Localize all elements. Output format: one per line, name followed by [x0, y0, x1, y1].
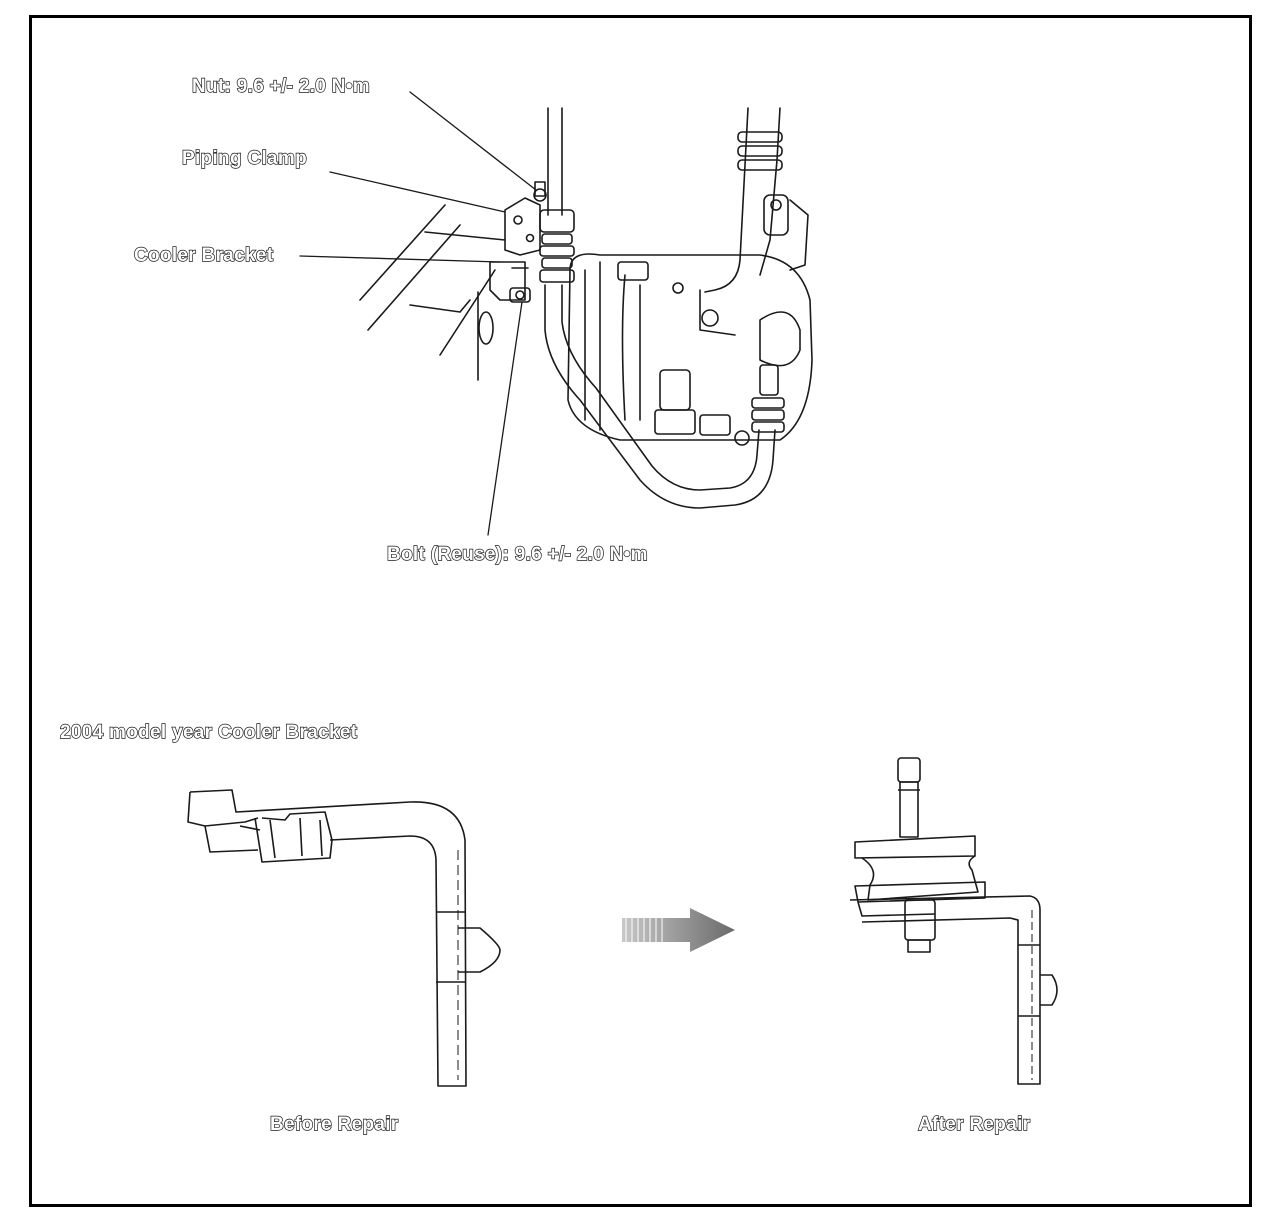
- piping-clamp-callout: Piping Clamp: [181, 147, 307, 169]
- after-repair-caption: After Repair: [917, 1113, 1031, 1135]
- upper-right-hose: [704, 107, 789, 293]
- diagram-frame: [29, 15, 1252, 1207]
- clamp-and-bracket: [489, 181, 575, 303]
- cooler-bracket-callout: Cooler Bracket: [133, 244, 274, 266]
- compressor-assembly-illustration: [299, 91, 813, 536]
- leader-lines: [299, 91, 537, 536]
- bolt-callout: Bolt (Reuse): 9.6 +/- 2.0 N•m: [386, 543, 648, 565]
- bracket-before-repair: [187, 789, 501, 1087]
- section-title: 2004 model year Cooler Bracket: [59, 721, 358, 743]
- right-arrow-icon: [622, 908, 735, 952]
- compressor-body: [567, 199, 813, 446]
- nut-callout: Nut: 9.6 +/- 2.0 N•m: [191, 75, 370, 97]
- before-repair-caption: Before Repair: [269, 1113, 399, 1135]
- bracket-after-repair: [849, 757, 1058, 1085]
- upper-pipe: [547, 107, 563, 216]
- body-panel-lines: [359, 204, 506, 381]
- hose: [544, 284, 776, 509]
